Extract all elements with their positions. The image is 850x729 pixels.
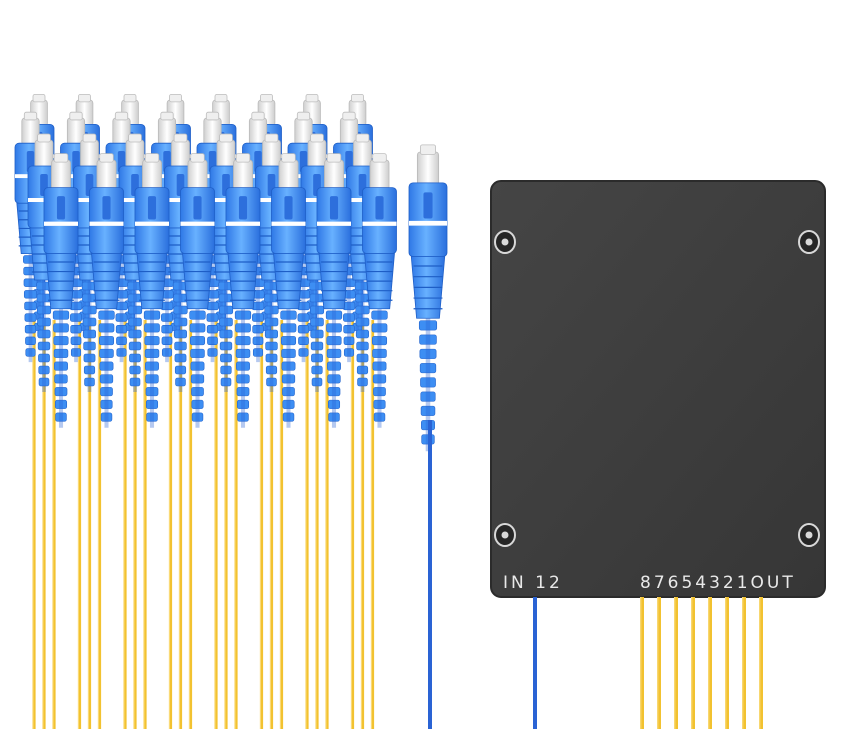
plc-splitter-module: [490, 180, 826, 598]
sc-connector: [180, 153, 215, 428]
sc-connector: [134, 153, 170, 428]
mounting-hole-bottom-right: [798, 523, 820, 547]
sc-connector: [362, 153, 397, 428]
sc-connector: [43, 153, 79, 428]
splitter-output-fibers: [640, 597, 763, 729]
mounting-hole-top-left: [494, 230, 516, 254]
splitter-input-label: IN 12: [503, 573, 563, 593]
sc-connector: [225, 153, 261, 428]
sc-connector: [408, 144, 448, 452]
sc-connector-cluster: [14, 93, 448, 452]
sc-connector: [271, 153, 306, 428]
mounting-hole-top-right: [798, 230, 820, 254]
splitter-output-label: 87654321OUT: [640, 573, 796, 593]
sc-connector: [316, 153, 352, 428]
sc-connector: [89, 153, 124, 428]
yellow-fiber-pigtails: [32, 320, 375, 729]
mounting-hole-bottom-left: [494, 523, 516, 547]
